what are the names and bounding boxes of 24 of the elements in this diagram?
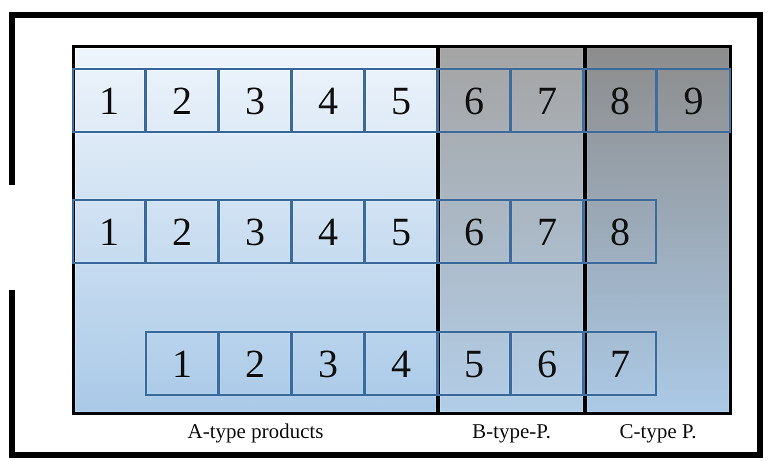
storage-slot: 5	[437, 331, 511, 396]
zone-label: C-type P.	[620, 419, 696, 444]
storage-slot: 1	[72, 68, 146, 133]
zone-label: B-type-P.	[472, 419, 551, 444]
storage-slot: 1	[72, 199, 146, 264]
storage-slot: 1	[145, 331, 219, 396]
storage-slot: 2	[145, 68, 219, 133]
storage-slot: 6	[437, 199, 511, 264]
zone-label: A-type products	[188, 419, 324, 444]
storage-slot: 7	[583, 331, 657, 396]
storage-slot: 4	[291, 199, 365, 264]
storage-slot: 2	[218, 331, 292, 396]
storage-slot: 8	[583, 68, 657, 133]
storage-slot: 4	[291, 68, 365, 133]
storage-slot: 3	[218, 199, 292, 264]
storage-zone	[437, 45, 586, 415]
storage-slot: 9	[656, 68, 731, 133]
storage-slot: 3	[218, 68, 292, 133]
storage-slot: 8	[583, 199, 657, 264]
storage-zone	[72, 45, 439, 415]
storage-slot: 2	[145, 199, 219, 264]
storage-slot: 6	[437, 68, 511, 133]
storage-slot: 3	[291, 331, 365, 396]
storage-zone	[584, 45, 732, 415]
